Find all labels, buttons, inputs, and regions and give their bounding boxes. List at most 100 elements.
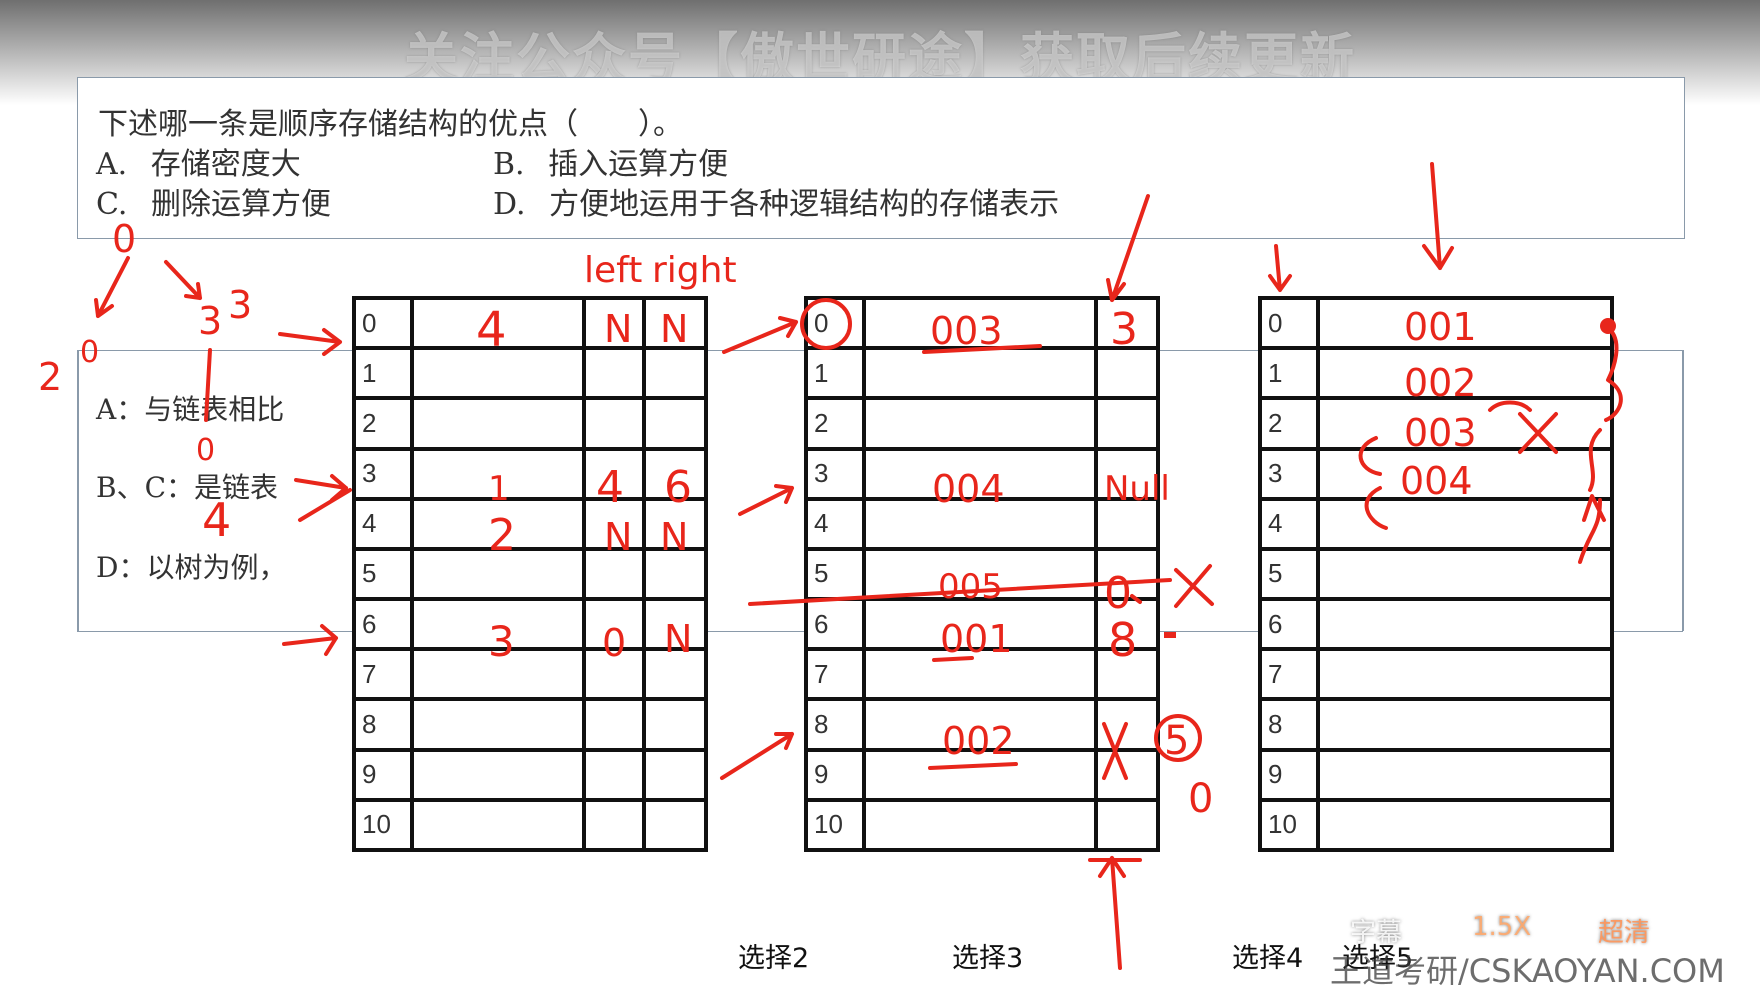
table-row: 10 — [1258, 797, 1614, 853]
table-row: 3 — [1258, 446, 1614, 501]
table-cell — [642, 647, 708, 702]
option-c: C. 删除运算方便 — [96, 179, 331, 223]
row-index: 8 — [1258, 697, 1320, 752]
row-index: 7 — [1258, 647, 1320, 702]
table-cell — [862, 546, 1098, 602]
choice-label-5[interactable]: 选择5 — [1342, 943, 1414, 974]
annot-left: left — [584, 250, 642, 291]
table-cell — [1094, 346, 1160, 401]
table-cell — [582, 446, 646, 501]
explanation-d: D：以树为例， — [96, 551, 287, 584]
table-cell — [1316, 446, 1614, 501]
row-index: 3 — [352, 446, 414, 501]
playback-speed-button[interactable]: 1.5X — [1472, 912, 1532, 942]
table-row: 2 — [352, 396, 708, 451]
table-cell — [582, 396, 646, 451]
table-cell — [1316, 546, 1614, 602]
table-cell — [862, 747, 1098, 802]
row-index: 5 — [352, 546, 414, 602]
table-cell — [642, 747, 708, 802]
table-row: 0 — [352, 295, 708, 351]
table-cell — [582, 647, 646, 702]
subtitle-button[interactable]: 字幕 — [1350, 918, 1403, 948]
row-index: 7 — [352, 647, 414, 702]
table-cell — [862, 295, 1098, 351]
row-index: 4 — [1258, 496, 1320, 551]
explanation-box-edge — [77, 350, 79, 631]
row-index: 4 — [804, 496, 866, 551]
table-row: 4 — [352, 496, 708, 551]
row-index: 1 — [804, 346, 866, 401]
table-cell — [1094, 446, 1160, 501]
option-c-label: C. — [96, 187, 128, 222]
site-watermark: 王道考研/CSKAOYAN.COM — [1330, 952, 1725, 990]
choice-label-3[interactable]: 选择3 — [952, 943, 1024, 974]
table-cell — [1316, 647, 1614, 702]
table-cell — [862, 396, 1098, 451]
table-cell — [1316, 747, 1614, 802]
table-cell — [642, 597, 708, 652]
table-row: 4 — [804, 496, 1160, 551]
table-row: 1 — [804, 346, 1160, 401]
table-row: 0 — [804, 295, 1160, 351]
option-d-label: D. — [493, 187, 526, 222]
table-cell — [642, 346, 708, 401]
row-index: 5 — [1258, 546, 1320, 602]
t2-r8-new: 5 — [1164, 718, 1189, 764]
row-index: 2 — [352, 396, 414, 451]
table-cell — [582, 747, 646, 802]
table-row: 3 — [804, 446, 1160, 501]
table-row: 5 — [352, 546, 708, 602]
fullscreen-icon[interactable] — [1710, 910, 1750, 950]
table-cell — [1316, 396, 1614, 451]
table-row: 5 — [804, 546, 1160, 602]
table-row: 9 — [804, 747, 1160, 802]
table-cell — [1094, 797, 1160, 853]
table-cell — [1316, 346, 1614, 401]
table-cell — [582, 697, 646, 752]
table-cell — [410, 747, 586, 802]
table-row: 8 — [804, 697, 1160, 752]
row-index: 2 — [804, 396, 866, 451]
table-cell — [642, 496, 708, 551]
table-cell — [582, 295, 646, 351]
table-cell — [862, 446, 1098, 501]
row-index: 1 — [1258, 346, 1320, 401]
choice-label-4[interactable]: 选择4 — [1232, 943, 1304, 974]
row-index: 3 — [1258, 446, 1320, 501]
choice-label-2[interactable]: 选择2 — [738, 943, 810, 974]
table-row: 4 — [1258, 496, 1614, 551]
option-d: D. 方便地运用于各种逻辑结构的存储表示 — [493, 179, 1059, 223]
table-cell — [410, 797, 586, 853]
table-cell — [642, 295, 708, 351]
table-cell — [642, 797, 708, 853]
table-row: 9 — [1258, 747, 1614, 802]
table-row: 7 — [1258, 647, 1614, 702]
row-index: 0 — [352, 295, 414, 351]
table-cell — [862, 647, 1098, 702]
table-cell — [410, 446, 586, 501]
table-row: 2 — [1258, 396, 1614, 451]
table-cell — [642, 446, 708, 501]
table-row: 5 — [1258, 546, 1614, 602]
row-index: 10 — [804, 797, 866, 853]
table-cell — [1094, 496, 1160, 551]
table-cell — [410, 396, 586, 451]
quality-button[interactable]: 超清 — [1598, 918, 1651, 948]
table-row: 3 — [352, 446, 708, 501]
table-cell — [642, 396, 708, 451]
question-box — [77, 77, 1685, 239]
table-cell — [862, 797, 1098, 853]
row-index: 8 — [804, 697, 866, 752]
table-row: 1 — [1258, 346, 1614, 401]
table-row: 9 — [352, 747, 708, 802]
option-c-text: 删除运算方便 — [150, 187, 331, 222]
row-index: 9 — [352, 747, 414, 802]
table-row: 8 — [352, 697, 708, 752]
annot-right: right — [652, 250, 737, 291]
tree-node: 3 — [198, 299, 222, 343]
explanation-a: A：与链表相比 — [96, 393, 285, 426]
